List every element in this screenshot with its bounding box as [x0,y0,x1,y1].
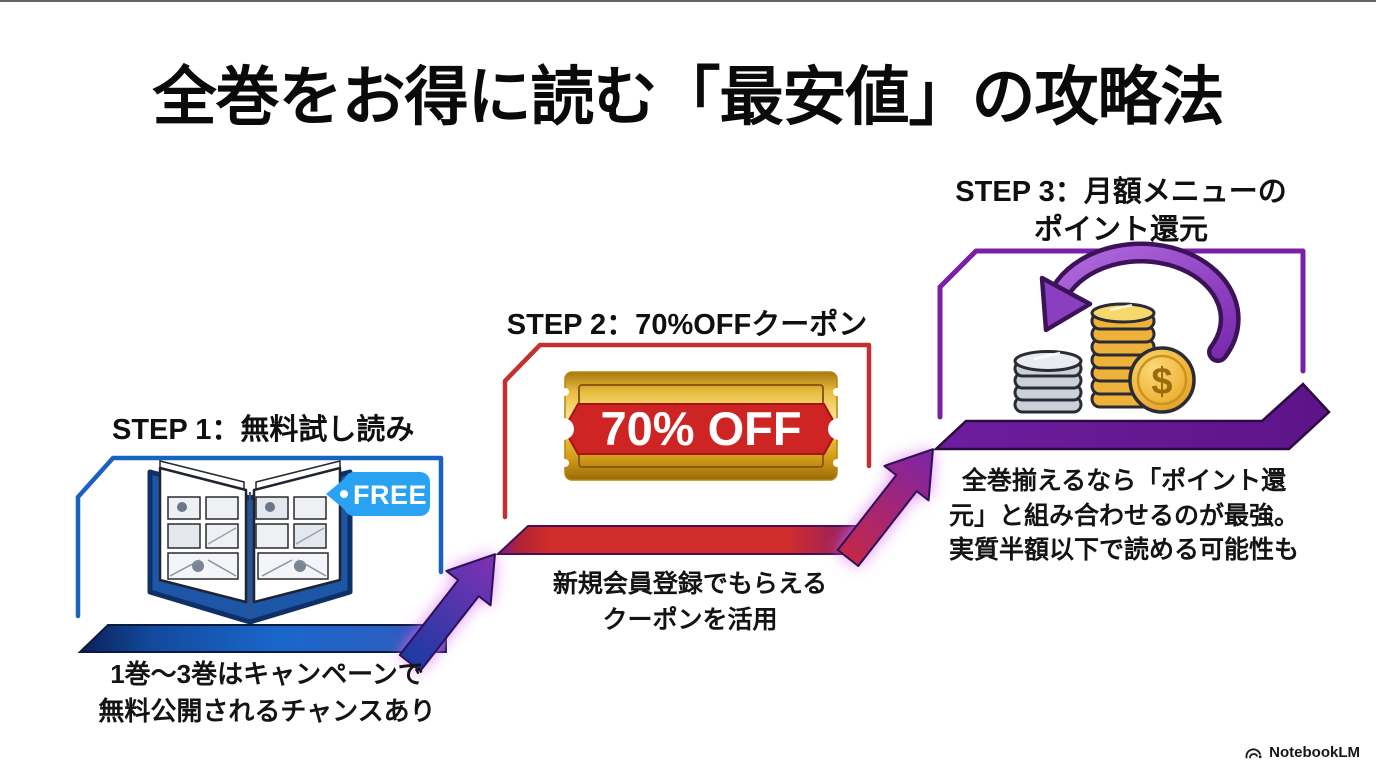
step1-caption: 1巻〜3巻はキャンペーンで 無料公開されるチャンスあり [68,656,466,730]
step1-box-outline [75,455,444,619]
coupon-text: 70% OFF [600,402,801,455]
notebooklm-icon [1245,747,1262,758]
step3-box-outline [937,248,1306,420]
step3-caption: 全巻揃えるなら「ポイント還 元」と組み合わせるのが最強。 実質半額以下で読める可… [930,464,1318,568]
step1-label: STEP 1：無料試し読み [112,414,415,446]
dollar-sign: $ [1151,361,1172,403]
step2-box-outline [502,342,872,520]
free-badge-label: FREE [353,480,427,510]
step2-label: STEP 2：70%OFFクーポン [506,309,868,341]
step2-arrow [836,448,934,568]
brand-footer: NotebookLM [1244,744,1360,761]
step3-caption-line1: 全巻揃えるなら「ポイント還 [961,467,1287,495]
page-title: 全巻をお得に読む「最安値」の攻略法 [152,61,1225,133]
step1-caption-line2: 無料公開されるチャンスあり [98,696,436,726]
step3-caption-line2: 元」と組み合わせるのが最強。 [948,501,1299,530]
coins-point-cashback-icon: $ [1013,241,1241,414]
step2-bar [495,525,863,555]
step3-bar [932,382,1331,451]
open-manga-book-icon [147,460,353,625]
step2-caption: 新規会員登録でもらえる クーポンを活用 [508,566,872,638]
gold-coupon-icon: 70% OFF [552,371,850,481]
step3-label-line2: ポイント還元 [1033,214,1208,246]
step1-bar [77,624,447,653]
top-edge-artifact [0,0,1376,2]
step3-label-line1: STEP 3：月額メニューの [955,176,1287,208]
step2-caption-line1: 新規会員登録でもらえる [552,570,828,598]
brand-name: NotebookLM [1269,744,1360,761]
step3-caption-line3: 実質半額以下で読める可能性も [948,536,1299,564]
step1-caption-line1: 1巻〜3巻はキャンペーンで [110,659,424,689]
step3-label: STEP 3：月額メニューの ポイント還元 [928,173,1314,249]
step1-arrow [398,553,496,673]
step2-caption-line2: クーポンを活用 [602,606,778,634]
free-badge: FREE [326,472,430,516]
